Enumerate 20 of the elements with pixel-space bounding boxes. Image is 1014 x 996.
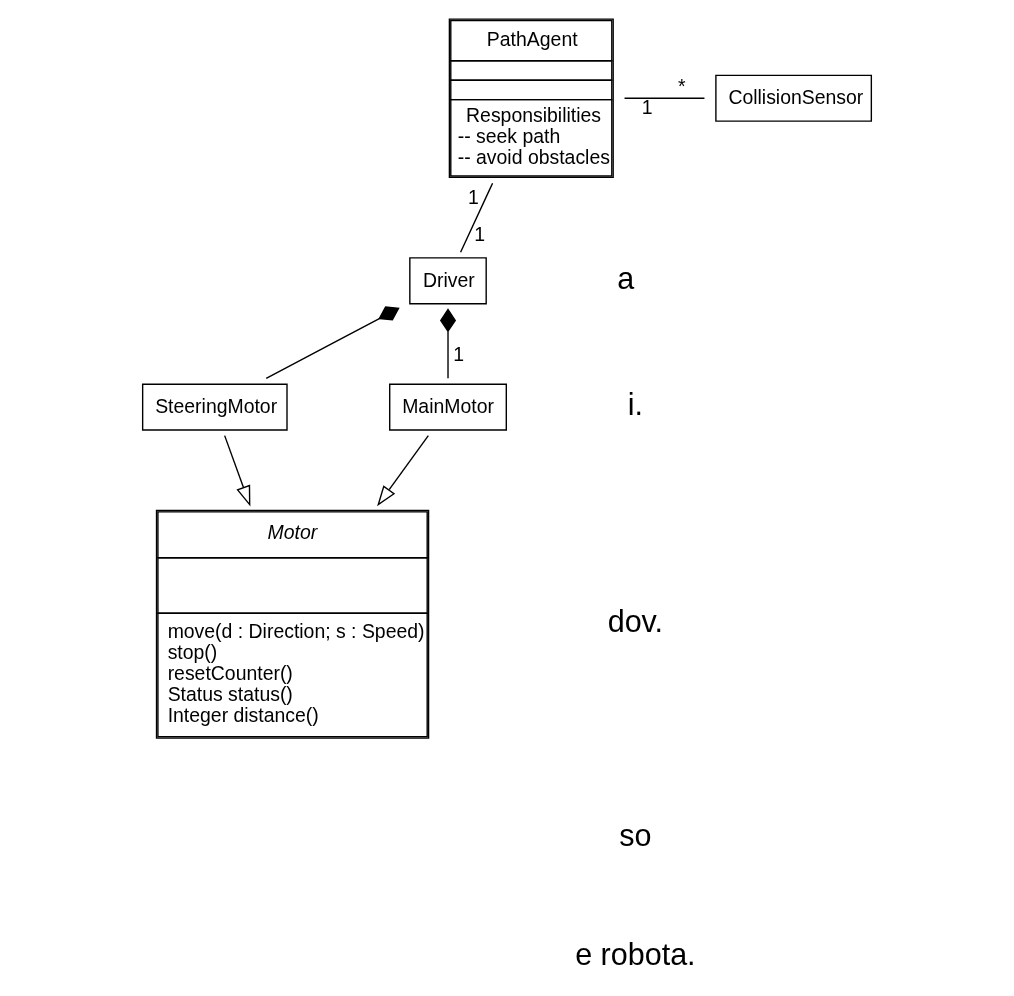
connector [265, 306, 400, 380]
node-box: SteeringMotor [141, 383, 288, 431]
label: 1 [641, 95, 653, 118]
label: a [617, 260, 635, 295]
label: 1 [453, 342, 464, 365]
label: so [619, 817, 652, 852]
node-box: CollisionSensor [715, 74, 873, 122]
label: i. [627, 386, 644, 421]
connector [439, 308, 457, 380]
label: 1 [468, 186, 479, 209]
label: * [678, 74, 686, 97]
label: 1 [474, 223, 486, 246]
arrow [223, 434, 251, 507]
connector [459, 182, 494, 253]
label: dov. [607, 604, 664, 639]
arrow [377, 434, 430, 507]
node-box: Driver [409, 257, 487, 305]
connector [623, 97, 706, 99]
label: e robota. [575, 937, 696, 972]
node-box: MainMotor [389, 383, 507, 431]
